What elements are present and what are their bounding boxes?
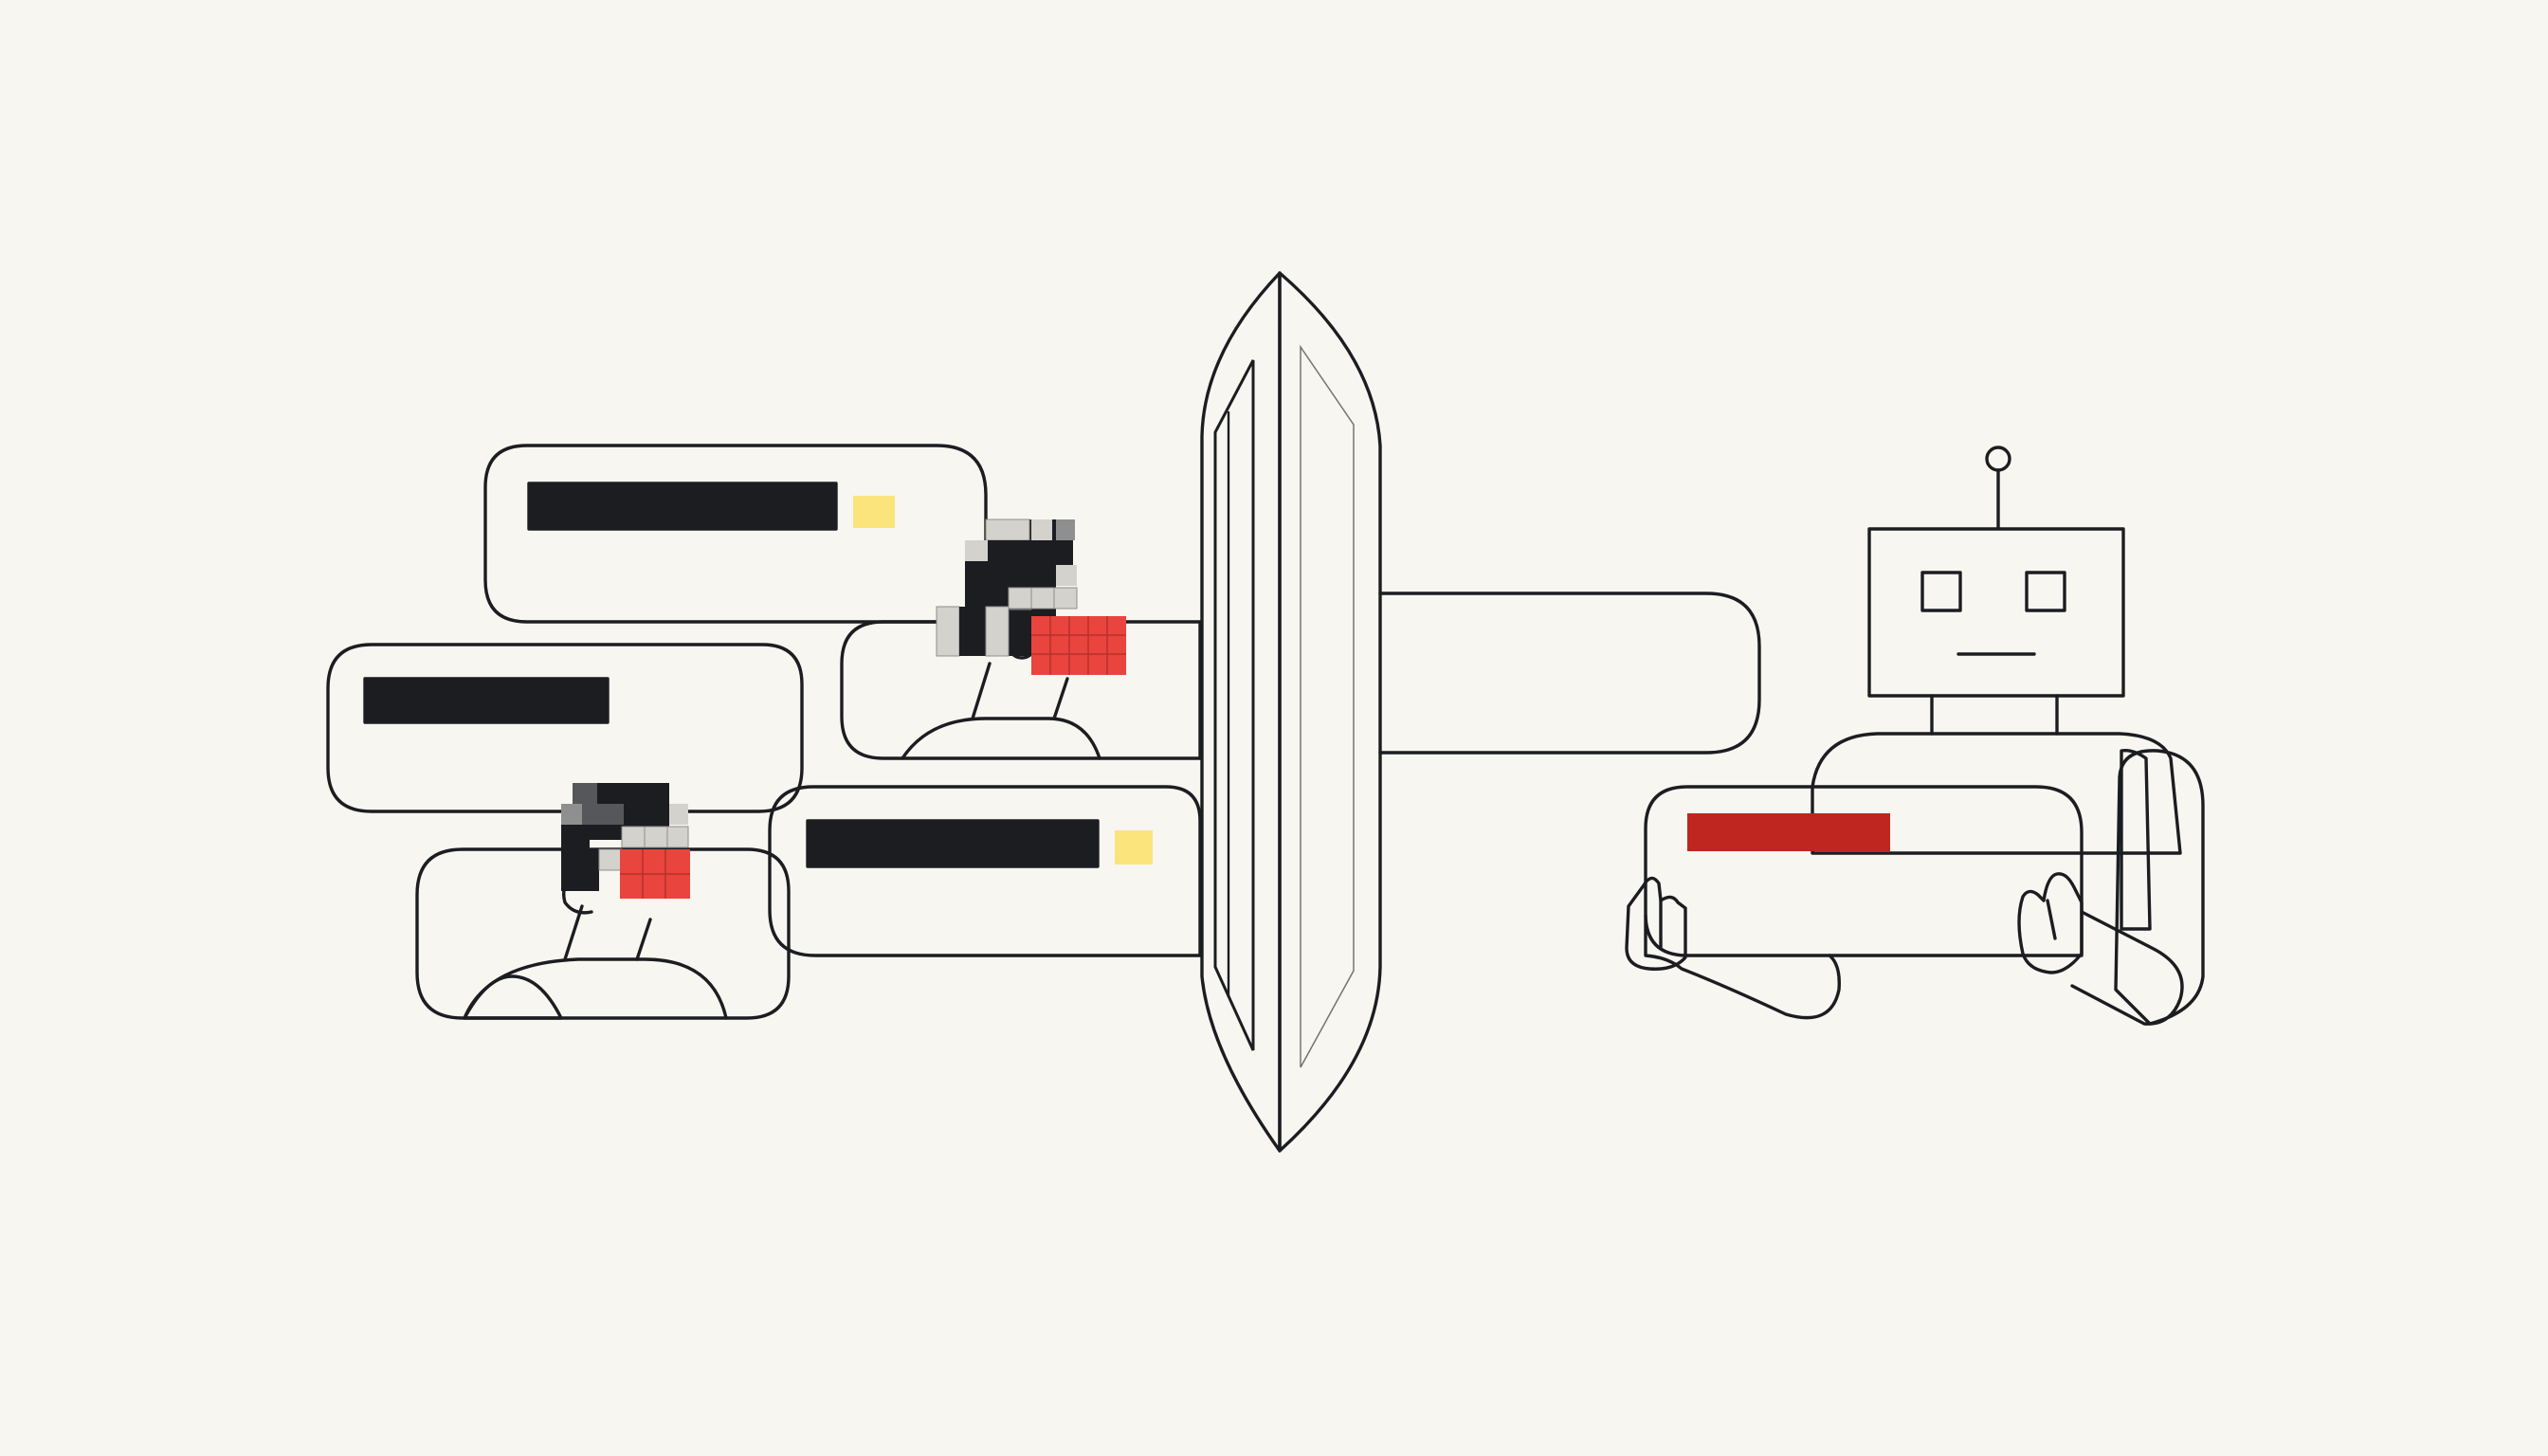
user-card-top (840, 519, 1202, 760)
highlight-marker-3 (1115, 830, 1153, 864)
highlight-marker-1 (853, 496, 895, 528)
message-bar-3 (806, 819, 1100, 868)
shield-icon (1200, 271, 1761, 1153)
pixelated-face-icon (561, 783, 690, 899)
chat-bubble-3 (768, 785, 1202, 957)
chat-bubble-2 (326, 643, 804, 813)
message-bar-2 (363, 677, 610, 724)
robot-icon (1625, 446, 2205, 1026)
pixelated-face-icon (936, 519, 1126, 675)
message-bar-1 (527, 482, 838, 531)
chat-bubble-1 (483, 444, 988, 624)
user-card-bottom (415, 783, 791, 1020)
response-bar (1687, 813, 1890, 851)
